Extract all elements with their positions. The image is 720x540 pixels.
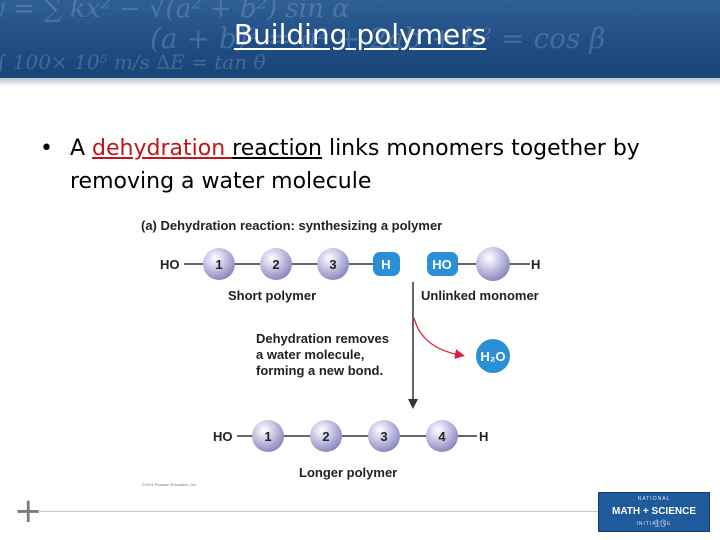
footer-divider — [38, 511, 598, 512]
nms-logo: NATIONAL MATH + SCIENCE INITIATIVE — [598, 492, 710, 532]
monomer-number: 4 — [438, 429, 446, 444]
banner-equation-1: y = ∑ kx² − √(a² + b²) sin α — [0, 0, 350, 24]
longer-polymer-label: Longer polymer — [299, 465, 397, 480]
note-line-1: Dehydration removes — [256, 331, 389, 346]
short-polymer-monomer-3: 3 — [317, 248, 349, 280]
copyright-text: ©2011 Pearson Education, Inc. — [142, 482, 197, 487]
short-polymer-label: Short polymer — [228, 288, 316, 303]
longer-polymer-monomer-4: 4 — [426, 420, 458, 452]
monomer-number: 2 — [272, 257, 279, 272]
unlinked-monomer-sphere — [476, 247, 510, 281]
ho-label-short: HO — [160, 257, 180, 272]
plus-icon: + — [14, 491, 43, 531]
longer-polymer-monomer-3: 3 — [368, 420, 400, 452]
slide-number: 10 — [654, 518, 667, 530]
short-polymer-monomer-1: 1 — [203, 248, 235, 280]
bullet-text: A dehydration reaction links monomers to… — [40, 132, 690, 198]
ho-label-monomer: HO — [432, 257, 452, 272]
bullet-text-end: links monomers together by removing a wa… — [70, 136, 640, 194]
ho-label-long: HO — [213, 429, 233, 444]
note-line-2: a water molecule, — [256, 347, 364, 362]
water-removal-arrow — [413, 317, 465, 360]
title-banner: y = ∑ kx² − √(a² + b²) sin α (a + b)² = … — [0, 0, 720, 78]
bullet-marker: • — [40, 136, 53, 161]
logo-line-1: NATIONAL — [637, 496, 671, 502]
logo-line-3: INITIATIVE — [636, 521, 672, 527]
logo-line-2: MATH + SCIENCE — [612, 506, 696, 517]
water-label: H₂O — [480, 349, 505, 364]
h-label-short: H — [381, 257, 390, 272]
term-reaction: reaction — [232, 136, 322, 161]
bullet-text-start: A — [70, 136, 93, 161]
banner-equation-2: (a + b)² = a² + 2ab + b² = cos β — [150, 22, 606, 55]
banner-shadow — [0, 78, 720, 88]
h-label-monomer: H — [531, 257, 540, 272]
monomer-number: 3 — [329, 257, 336, 272]
h-highlight-badge: H — [373, 252, 400, 276]
short-polymer-monomer-2: 2 — [260, 248, 292, 280]
monomer-number: 1 — [215, 257, 222, 272]
bullet-point: • A dehydration reaction links monomers … — [40, 132, 690, 198]
ho-highlight-badge: HO — [427, 252, 458, 276]
slide-title: Building polymers — [233, 18, 487, 51]
monomer-number: 1 — [264, 429, 271, 444]
note-line-3: forming a new bond. — [256, 363, 383, 378]
longer-polymer-monomer-1: 1 — [252, 420, 284, 452]
diagram-caption: (a) Dehydration reaction: synthesizing a… — [141, 218, 442, 233]
monomer-number: 3 — [380, 429, 387, 444]
longer-polymer-monomer-2: 2 — [310, 420, 342, 452]
monomer-number: 2 — [322, 429, 329, 444]
term-dehydration: dehydration — [92, 136, 233, 161]
h-label-long: H — [479, 429, 488, 444]
water-molecule-badge: H₂O — [476, 339, 510, 373]
banner-equation-3: ∫ 100× 10⁵ m/s ∆E = tan θ — [0, 50, 266, 74]
unlinked-monomer-label: Unlinked monomer — [421, 288, 539, 303]
